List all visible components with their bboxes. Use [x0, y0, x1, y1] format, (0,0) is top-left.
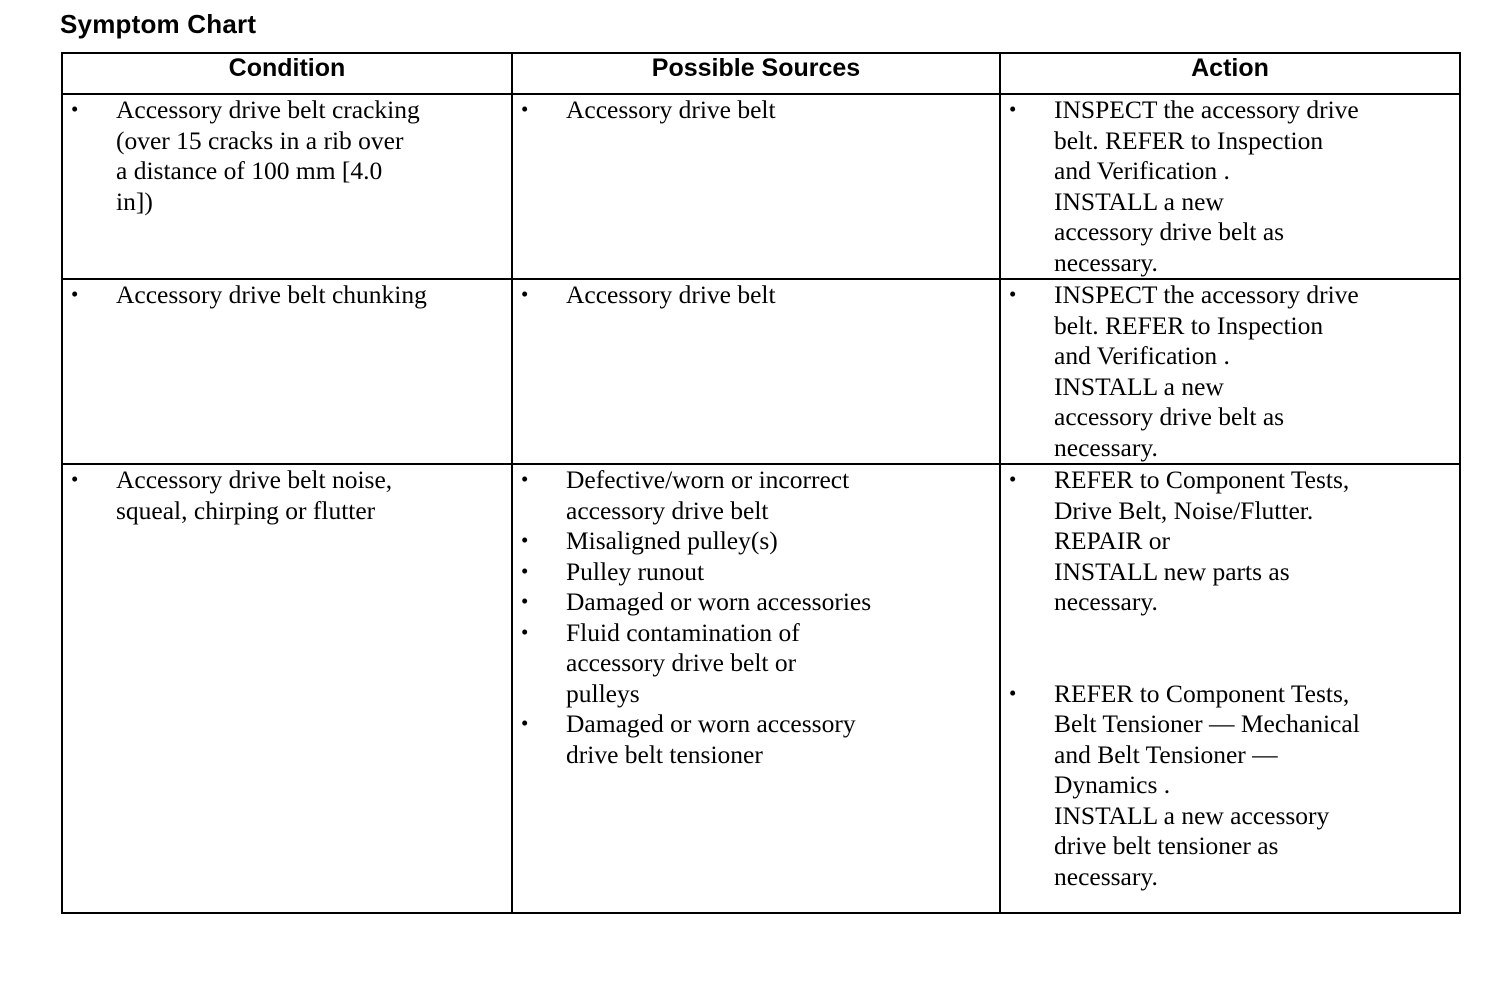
list-item-text: Accessory drive belt chunking: [116, 280, 427, 309]
list-item-text: INSPECT the accessory drive belt. REFER …: [1054, 95, 1359, 277]
list-item-text: REFER to Component Tests, Drive Belt, No…: [1054, 465, 1350, 616]
list-item: INSPECT the accessory drive belt. REFER …: [1001, 279, 1459, 463]
cell-sources-2: Accessory drive belt: [511, 278, 1001, 465]
bullet-list-action-3: REFER to Component Tests, Drive Belt, No…: [1001, 464, 1459, 893]
cell-condition-1: Accessory drive belt cracking (over 15 c…: [61, 93, 513, 280]
bullet-list-sources-3: Defective/worn or incorrect accessory dr…: [513, 464, 999, 770]
cell-action-3: REFER to Component Tests, Drive Belt, No…: [999, 463, 1461, 914]
list-item: Accessory drive belt: [513, 94, 999, 126]
column-header-action: Action: [999, 52, 1461, 95]
list-item: Accessory drive belt: [513, 279, 999, 311]
cell-condition-2: Accessory drive belt chunking: [61, 278, 513, 465]
list-item: Pulley runout: [513, 556, 999, 588]
list-item: REFER to Component Tests, Belt Tensioner…: [1001, 678, 1459, 893]
cell-sources-1: Accessory drive belt: [511, 93, 1001, 280]
bullet-list-condition-2: Accessory drive belt chunking: [63, 279, 511, 311]
list-item: Damaged or worn accessory drive belt ten…: [513, 708, 999, 770]
list-item-text: Misaligned pulley(s): [566, 526, 778, 555]
bullet-list-condition-1: Accessory drive belt cracking (over 15 c…: [63, 94, 511, 217]
list-item-text: Accessory drive belt: [566, 95, 776, 124]
bullet-list-action-1: INSPECT the accessory drive belt. REFER …: [1001, 94, 1459, 278]
table-row: Accessory drive belt noise, squeal, chir…: [61, 463, 1461, 914]
list-item-text: INSPECT the accessory drive belt. REFER …: [1054, 280, 1359, 462]
list-item: Accessory drive belt chunking: [63, 279, 511, 311]
bullet-list-action-2: INSPECT the accessory drive belt. REFER …: [1001, 279, 1459, 463]
table-row: Accessory drive belt cracking (over 15 c…: [61, 93, 1461, 280]
list-item-text: Accessory drive belt: [566, 280, 776, 309]
cell-sources-3: Defective/worn or incorrect accessory dr…: [511, 463, 1001, 914]
bullet-list-sources-2: Accessory drive belt: [513, 279, 999, 311]
list-item: REFER to Component Tests, Drive Belt, No…: [1001, 464, 1459, 618]
cell-condition-3: Accessory drive belt noise, squeal, chir…: [61, 463, 513, 914]
list-item: INSPECT the accessory drive belt. REFER …: [1001, 94, 1459, 278]
bullet-list-sources-1: Accessory drive belt: [513, 94, 999, 126]
column-header-condition: Condition: [61, 52, 513, 95]
cell-action-1: INSPECT the accessory drive belt. REFER …: [999, 93, 1461, 280]
list-item: Defective/worn or incorrect accessory dr…: [513, 464, 999, 526]
list-item: Fluid contamination of accessory drive b…: [513, 617, 999, 710]
list-item: Damaged or worn accessories: [513, 586, 999, 618]
table-header-row: Condition Possible Sources Action: [61, 52, 1461, 95]
bullet-list-condition-3: Accessory drive belt noise, squeal, chir…: [63, 464, 511, 526]
list-item: Accessory drive belt noise, squeal, chir…: [63, 464, 511, 526]
list-item-text: Fluid contamination of accessory drive b…: [566, 617, 800, 708]
list-item-text: Defective/worn or incorrect accessory dr…: [566, 465, 850, 525]
cell-action-2: INSPECT the accessory drive belt. REFER …: [999, 278, 1461, 465]
list-item-text: Accessory drive belt noise, squeal, chir…: [116, 465, 393, 525]
table-row: Accessory drive belt chunking Accessory …: [61, 278, 1461, 465]
list-item-text: Pulley runout: [566, 556, 705, 586]
list-item: Accessory drive belt cracking (over 15 c…: [63, 94, 511, 217]
list-item: Misaligned pulley(s): [513, 525, 999, 557]
list-item-text: Damaged or worn accessory drive belt ten…: [566, 709, 856, 769]
symptom-chart-table: Condition Possible Sources Action Access…: [61, 52, 1461, 914]
column-header-possible-sources: Possible Sources: [511, 52, 1001, 95]
list-item-text: Accessory drive belt cracking (over 15 c…: [116, 95, 420, 216]
list-item-text: Damaged or worn accessories: [566, 587, 872, 616]
page-title: Symptom Chart: [60, 9, 257, 39]
list-item-text: REFER to Component Tests, Belt Tensioner…: [1054, 678, 1360, 891]
